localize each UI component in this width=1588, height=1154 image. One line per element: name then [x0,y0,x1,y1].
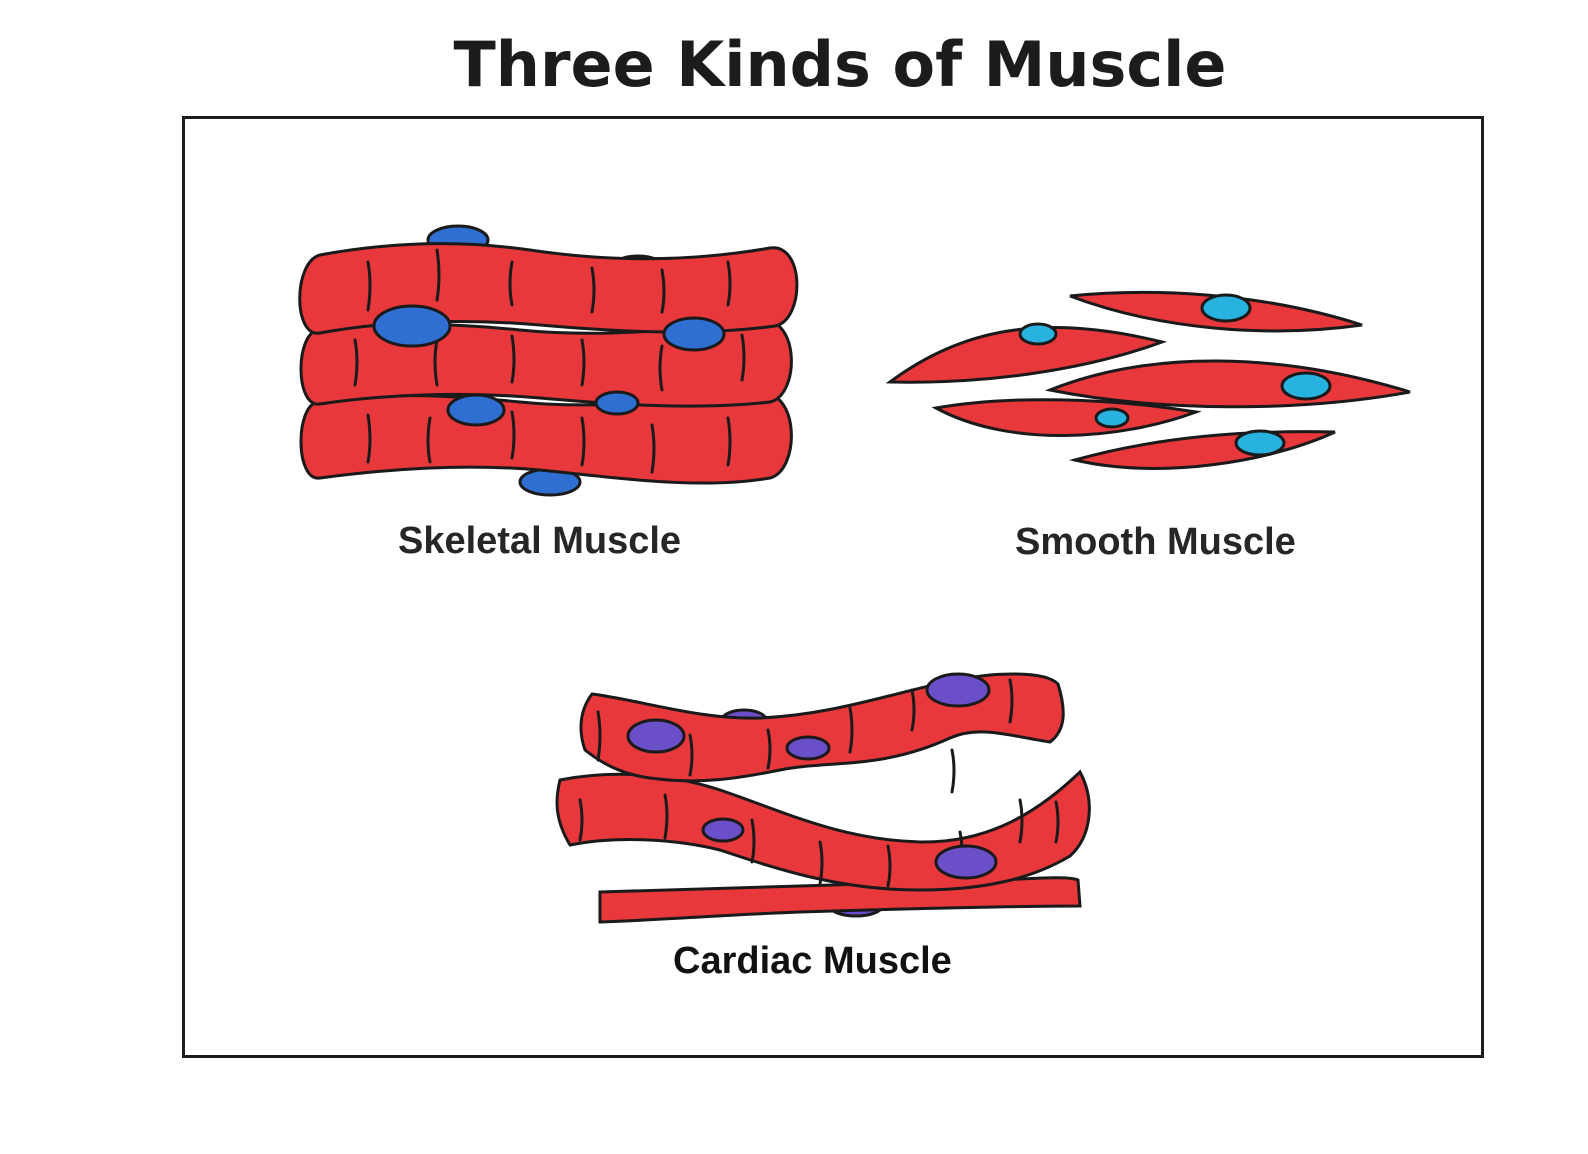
cardiac-nucleus [701,817,745,843]
skeletal-nucleus [662,316,726,352]
cardiac-nucleus [626,718,686,754]
skeletal-nucleus [446,393,506,427]
cardiac-muscle-illustration [555,672,1091,924]
smooth-nucleus [1018,322,1058,346]
smooth-nucleus [1200,293,1252,323]
cardiac-nucleus [934,844,998,880]
smooth-fiber [931,398,1202,437]
cardiac-muscle-label: Cardiac Muscle [673,940,952,982]
smooth-muscle-illustration [885,290,1411,470]
diagram-frame [182,116,1484,1058]
smooth-fiber [1044,359,1411,409]
skeletal-fiber [299,391,793,485]
smooth-nucleus [1094,407,1130,429]
skeletal-muscle-label: Skeletal Muscle [398,520,682,562]
smooth-nucleus [1234,429,1286,457]
page-title: Three Kinds of Muscle [453,28,1227,101]
cardiac-nucleus [925,672,991,708]
smooth-fiber [885,325,1168,384]
cardiac-fiber [555,769,1091,892]
smooth-nucleus [1280,371,1332,401]
cardiac-striations [578,678,1060,888]
skeletal-striations [353,248,746,474]
skeletal-nucleus [372,304,452,348]
smooth-fiber [1069,430,1336,470]
cardiac-nucleus [785,735,831,761]
skeletal-nucleus [594,390,640,416]
skeletal-muscle-illustration [298,224,799,497]
smooth-muscle-label: Smooth Muscle [1015,521,1296,563]
